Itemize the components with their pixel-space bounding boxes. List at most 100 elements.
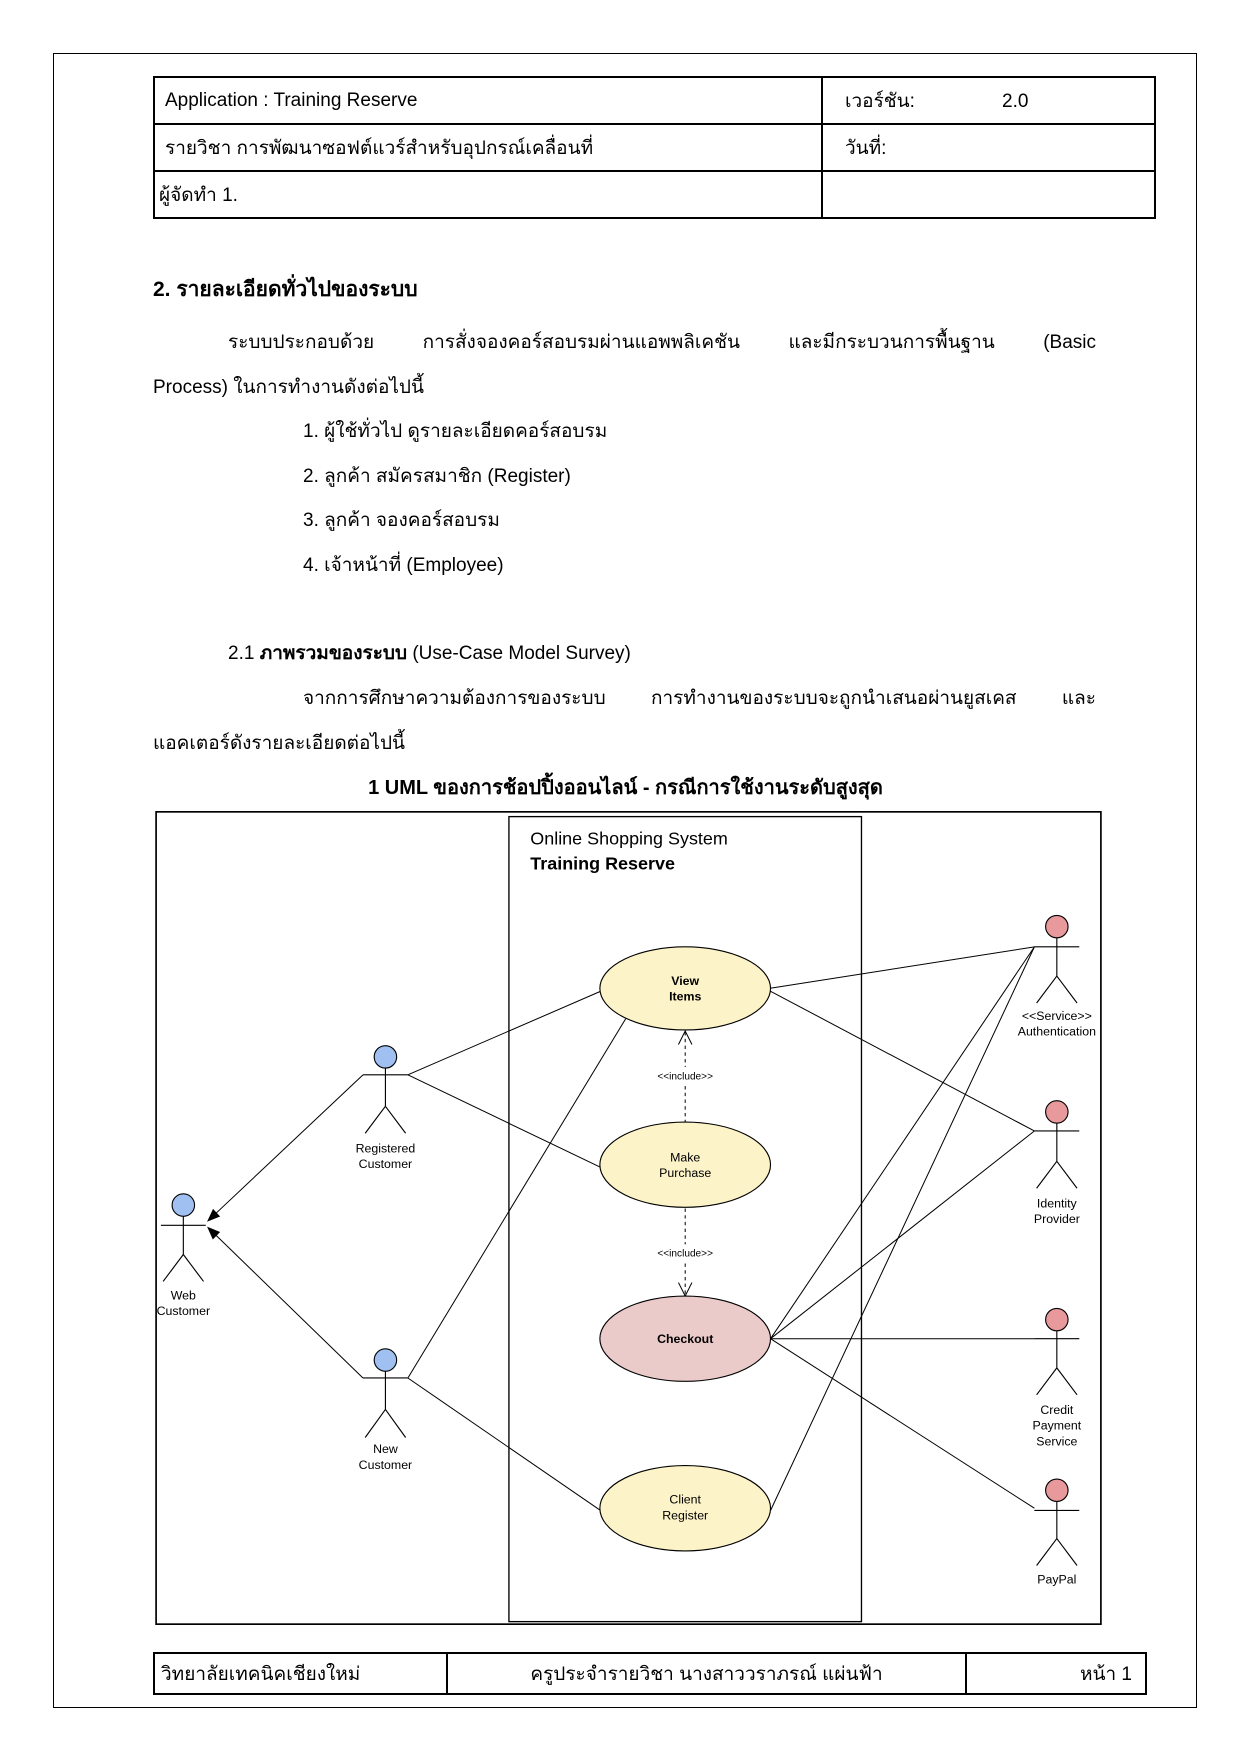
actor-authentication-service: [1034, 914, 1080, 1004]
use-case-label: Make: [670, 1150, 700, 1164]
use-case-label: View: [671, 974, 699, 988]
use-case-label: Checkout: [657, 1332, 713, 1346]
actor-leg: [1056, 1367, 1078, 1396]
actor-web-customer: [160, 1193, 206, 1282]
association-new-customer-client-register: [407, 1377, 603, 1513]
header-row: ผู้จัดทำ 1.: [153, 170, 1156, 219]
association-registered-customer-view-items: [407, 990, 603, 1076]
overview-line: แอคเตอร์ดังรายละเอียดต่อไปนี้: [153, 733, 406, 754]
actor-leg: [1036, 975, 1058, 1004]
subsection-note: (Use-Case Model Survey): [412, 643, 631, 664]
actor-label: Credit: [1040, 1403, 1073, 1417]
actor-leg: [1056, 1538, 1078, 1566]
actor-head: [1045, 1478, 1069, 1503]
actor-paypal: [1034, 1478, 1080, 1566]
figure-caption: 1 UML ของการช้อปปิ้งออนไลน์ - กรณีการใช้…: [368, 777, 883, 799]
use-case-make-purchase: [599, 1121, 772, 1208]
association-new-customer-view-items: [407, 1018, 627, 1379]
empty-cell: [821, 170, 1156, 219]
application-title: Application : Training Reserve: [165, 89, 418, 111]
association-view-items-authentication: [769, 946, 1035, 989]
subsection-title: ภาพรวมของระบบ: [259, 643, 408, 664]
date-cell: วันที่:: [821, 123, 1156, 172]
teacher-name: ครูประจำรายวิชา นางสาววราภรณ์ แผ่นฟ้า: [530, 1663, 883, 1685]
generalization-new-to-web-customer: [215, 1235, 364, 1379]
use-case-client-register: [599, 1465, 772, 1552]
header-row: รายวิชา การพัฒนาซอฟต์แวร์สำหรับอุปกรณ์เค…: [153, 123, 1156, 172]
header-row: Application : Training Reserve เวอร์ชัน:…: [153, 76, 1156, 125]
include-label: <<include>>: [657, 1071, 713, 1082]
version-cell: เวอร์ชัน:2.0: [821, 76, 1156, 125]
associations: [407, 946, 1035, 1513]
actor-new-customer: [362, 1348, 408, 1438]
use-case-checkout: [599, 1295, 772, 1382]
list-item: 1. ผู้ใช้ทั่วไป ดูรายละเอียดคอร์สอบรม: [303, 421, 608, 442]
subsection-number: 2.1: [228, 643, 255, 664]
generalizations: [207, 1074, 364, 1379]
actor-label: Service: [1036, 1434, 1077, 1448]
system-subtitle: Training Reserve: [530, 853, 675, 873]
actor-leg: [364, 1105, 386, 1134]
generalization-arrowhead: [207, 1226, 221, 1240]
course-cell: รายวิชา การพัฒนาซอฟต์แวร์สำหรับอุปกรณ์เค…: [153, 123, 823, 172]
page-number-cell: หน้า 1: [965, 1652, 1147, 1695]
actor-label: PayPal: [1037, 1572, 1076, 1586]
college-cell: วิทยาลัยเทคนิคเชียงใหม่: [153, 1652, 448, 1695]
actor-leg: [182, 1254, 204, 1282]
version-value: 2.0: [1002, 90, 1029, 112]
use-case-diagram: Online Shopping System Training Reserve: [155, 811, 1102, 1625]
document-footer-table: วิทยาลัยเทคนิคเชียงใหม่ ครูประจำรายวิชา …: [153, 1652, 1147, 1695]
actor-label: Identity: [1037, 1196, 1078, 1210]
footer-row: วิทยาลัยเทคนิคเชียงใหม่ ครูประจำรายวิชา …: [153, 1652, 1147, 1695]
actor-label: Authentication: [1018, 1025, 1096, 1039]
actor-label: Web: [171, 1288, 196, 1302]
use-case-view-items: [599, 946, 772, 1031]
include-label: <<include>>: [657, 1249, 713, 1260]
actor-head: [373, 1045, 398, 1069]
intro-line: Process) ในการทำงานดังต่อไปนี้: [153, 377, 424, 398]
teacher-cell: ครูประจำรายวิชา นางสาววราภรณ์ แผ่นฟ้า: [446, 1652, 967, 1695]
actor-head: [1045, 1100, 1069, 1124]
actor-leg: [384, 1105, 407, 1134]
association-client-register-authentication: [770, 946, 1035, 1511]
page-number: หน้า 1: [1079, 1663, 1132, 1685]
actor-head: [373, 1348, 398, 1372]
actor-label: Payment: [1032, 1419, 1081, 1433]
list-item: 4. เจ้าหน้าที่ (Employee): [303, 554, 504, 576]
use-case-label: Register: [662, 1508, 708, 1522]
actor-label: New: [373, 1442, 398, 1456]
use-case-label: Client: [669, 1493, 701, 1507]
overview-paragraph: จากการศึกษาความต้องการของระบบ การทำงานขอ…: [153, 676, 1096, 766]
actor-label: Customer: [157, 1304, 211, 1318]
subsection-heading: 2.1 ภาพรวมของระบบ (Use-Case Model Survey…: [228, 631, 1088, 676]
actor-leg: [162, 1254, 184, 1282]
actor-label: Provider: [1034, 1212, 1080, 1226]
generalization-arrowhead: [207, 1208, 221, 1222]
actor-leg: [1036, 1538, 1058, 1566]
actor-leg: [364, 1409, 386, 1438]
college-name: วิทยาลัยเทคนิคเชียงใหม่: [161, 1663, 361, 1685]
course-name: รายวิชา การพัฒนาซอฟต์แวร์สำหรับอุปกรณ์เค…: [165, 137, 594, 159]
actor-registered-customer: [362, 1045, 408, 1134]
actor-leg: [1036, 1367, 1058, 1396]
generalization-registered-to-web-customer: [215, 1074, 364, 1214]
page-border: [53, 53, 1197, 1708]
association-registered-customer-make-purchase: [407, 1074, 603, 1169]
intro-line: ระบบประกอบด้วย การสั่งจองคอร์สอบรมผ่านแอ…: [228, 332, 1096, 353]
application-cell: Application : Training Reserve: [153, 76, 823, 125]
association-view-items-identity-provider: [769, 990, 1035, 1132]
association-checkout-paypal: [770, 1338, 1035, 1509]
association-checkout-authentication: [770, 946, 1035, 1339]
actor-leg: [1036, 1160, 1058, 1189]
system-name: Online Shopping System: [530, 829, 728, 849]
include-arrowhead: [678, 1029, 693, 1045]
association-checkout-identity-provider: [770, 1130, 1035, 1340]
actor-label: Customer: [359, 1157, 413, 1171]
actor-label: Customer: [359, 1458, 413, 1472]
system-boundary: [508, 815, 863, 1623]
actor-leg: [384, 1409, 407, 1438]
author-cell: ผู้จัดทำ 1.: [153, 170, 823, 219]
intro-paragraph: ระบบประกอบด้วย การสั่งจองคอร์สอบรมผ่านแอ…: [153, 320, 1096, 410]
actor-label: Registered: [356, 1141, 416, 1155]
